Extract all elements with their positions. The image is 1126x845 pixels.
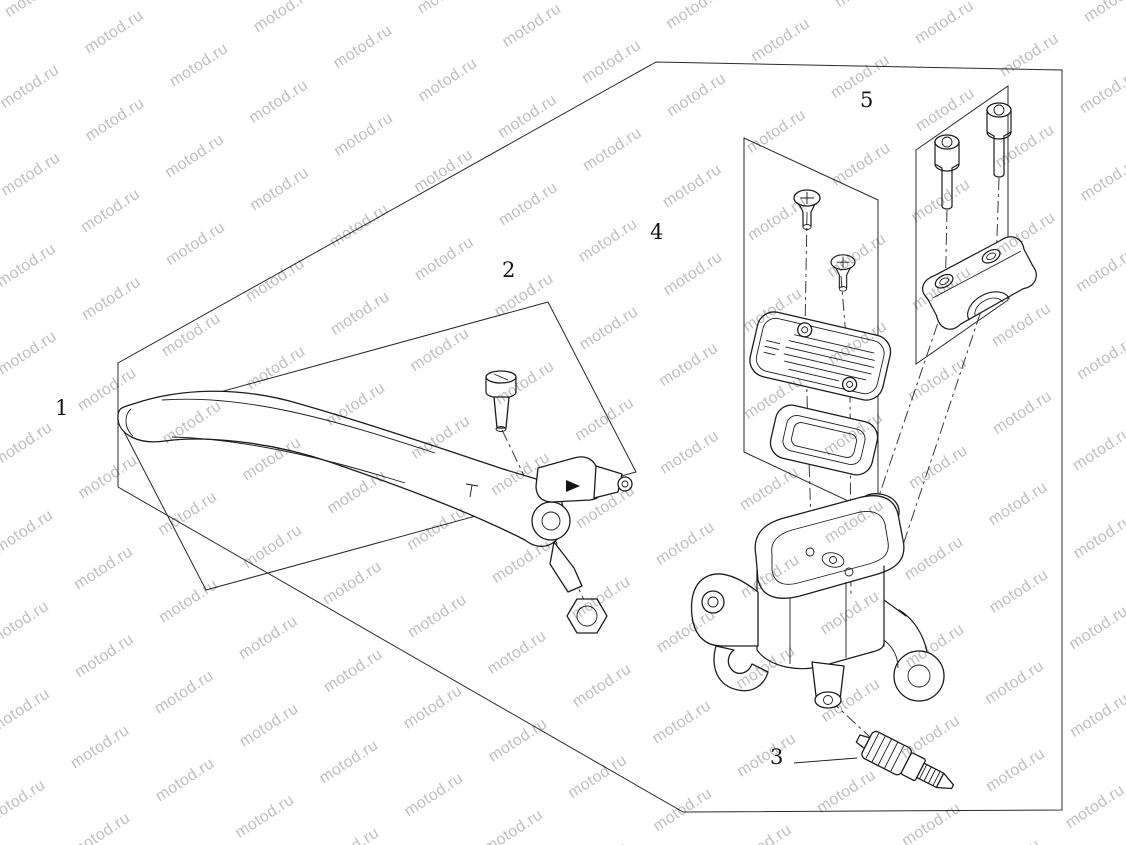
callout-2: 2 bbox=[502, 258, 516, 282]
callout-5: 5 bbox=[860, 88, 874, 112]
reservoir-membrane-drawing bbox=[769, 404, 879, 476]
brake-light-switch-drawing bbox=[855, 730, 955, 790]
callout-3-leader-line bbox=[793, 757, 858, 764]
brake-lever-drawing bbox=[117, 390, 633, 593]
clamp-bolt-right-drawing bbox=[986, 102, 1012, 178]
clamp-bolt-left-drawing bbox=[934, 134, 960, 210]
callout-4: 4 bbox=[650, 220, 664, 244]
callout-3: 3 bbox=[770, 745, 784, 769]
pivot-bolt-drawing bbox=[485, 370, 517, 432]
callout-1: 1 bbox=[55, 396, 69, 420]
master-cylinder-body-drawing bbox=[690, 493, 945, 709]
reservoir-cover-drawing bbox=[749, 311, 892, 401]
cover-screw-front-drawing bbox=[793, 189, 821, 230]
cover-screw-rear-drawing bbox=[830, 254, 856, 292]
handlebar-clamp-drawing bbox=[922, 236, 1037, 330]
pivot-nut-drawing bbox=[566, 598, 608, 634]
